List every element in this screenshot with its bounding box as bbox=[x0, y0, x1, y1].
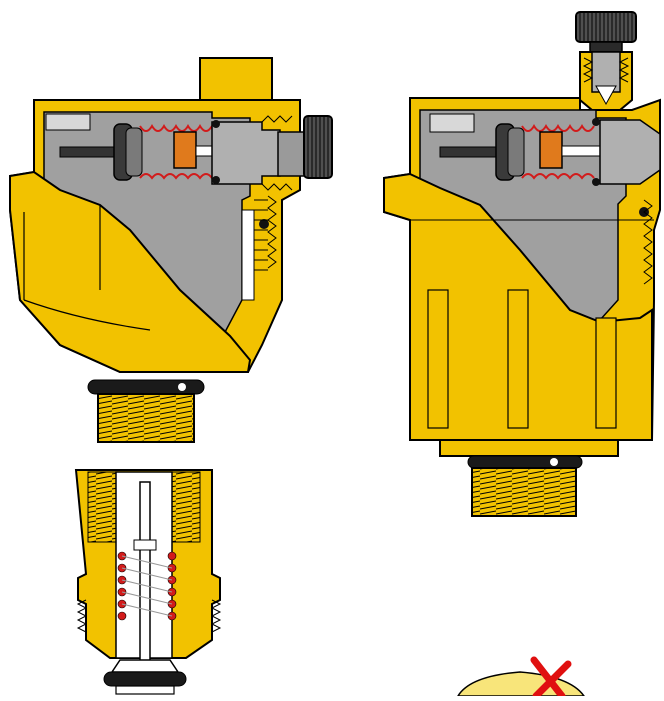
bottom-thread-right bbox=[471, 467, 577, 517]
float-weight bbox=[173, 131, 197, 169]
bottom-seal bbox=[87, 379, 205, 395]
float-rod bbox=[59, 146, 121, 158]
bottom-seal-right bbox=[467, 455, 583, 469]
knurled-cap bbox=[303, 115, 333, 179]
check-stem bbox=[139, 481, 151, 669]
bottom-thread bbox=[97, 393, 195, 443]
red-cross-icon bbox=[530, 656, 572, 700]
top-knurled-cap bbox=[575, 11, 637, 43]
air-vent-valve-top-cap bbox=[383, 11, 661, 517]
air-vent-valve-side-cap bbox=[9, 57, 333, 443]
spring-coil bbox=[139, 124, 213, 180]
incorrect-installation-mark bbox=[456, 656, 586, 700]
check-seal bbox=[103, 671, 187, 687]
float-weight-right bbox=[539, 131, 563, 169]
shut-off-check-valve bbox=[74, 469, 222, 695]
spring-coil-right bbox=[521, 124, 595, 180]
cutaway-shell bbox=[9, 170, 252, 373]
top-boss bbox=[199, 57, 273, 101]
